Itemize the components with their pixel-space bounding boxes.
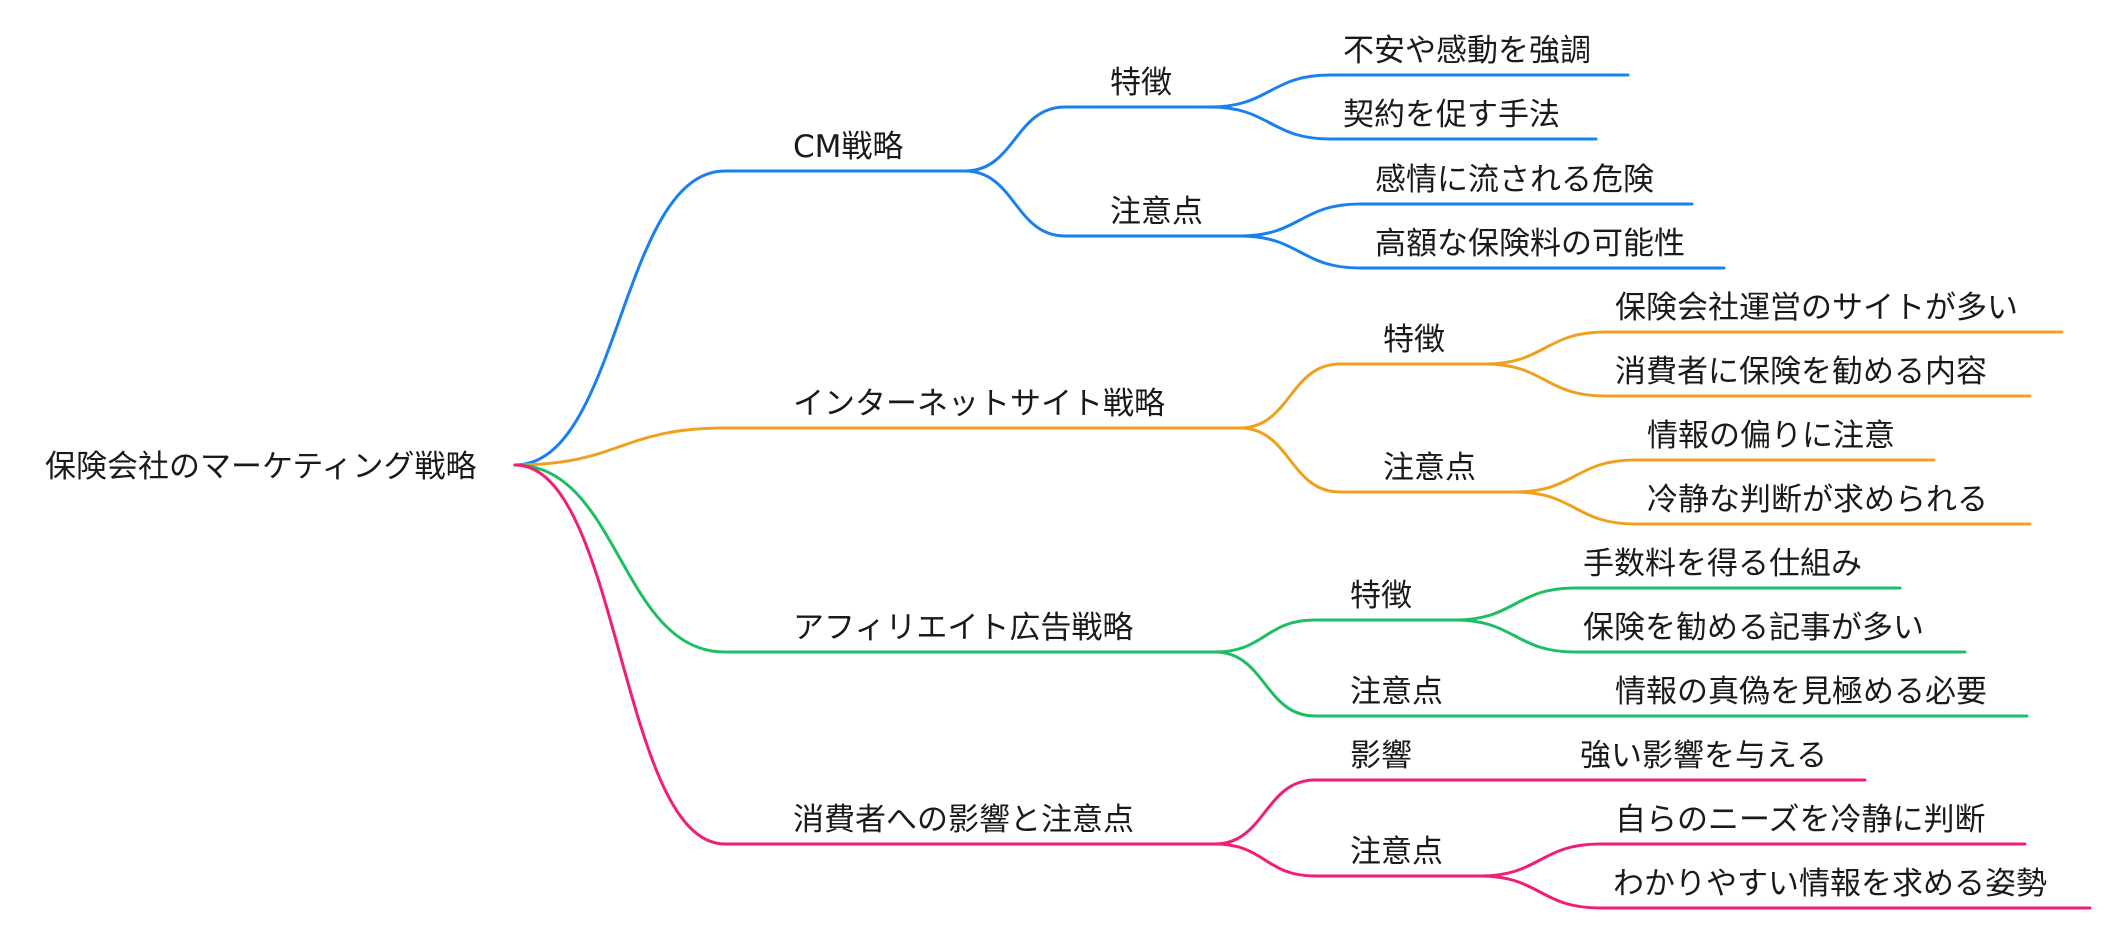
leaf-label: 手数料を得る仕組み [1583, 546, 1862, 582]
connector-b0-c0-l0 [1208, 73, 1630, 109]
leaf-label: 強い影響を与える [1580, 738, 1827, 774]
connector-root-b2 [513, 463, 1217, 654]
branch-label: 消費者への影響と注意点 [793, 802, 1134, 838]
connector-b0-c0-l1 [1208, 105, 1598, 141]
connector-b2-c0 [1213, 618, 1457, 654]
category-label: 注意点 [1350, 834, 1443, 870]
connector-b1-c0-l1 [1483, 362, 2032, 398]
leaf-label: 不安や感動を強調 [1343, 33, 1591, 69]
branch-label: CM戦略 [793, 129, 903, 165]
connector-root-b0 [513, 169, 967, 467]
category-label: 注意点 [1110, 194, 1203, 230]
category-label: 特徴 [1383, 322, 1445, 358]
leaf-label: 自らのニーズを冷静に判断 [1615, 802, 1985, 838]
leaf-label: 保険を勧める記事が多い [1583, 610, 1924, 646]
leaf-label: 冷静な判断が求められる [1647, 482, 1988, 518]
connectors [513, 73, 2092, 910]
leaf-label: 感情に流される危険 [1375, 162, 1654, 198]
connector-root-b1 [513, 426, 1242, 467]
connector-b1-c1-l0 [1513, 458, 1936, 494]
category-label: 注意点 [1383, 450, 1476, 486]
branch-label: アフィリエイト広告戦略 [793, 610, 1133, 646]
connector-b1-c1-l1 [1513, 490, 2032, 526]
leaf-label: 情報の真偽を見極める必要 [1615, 674, 1987, 710]
category-label: 影響 [1350, 738, 1412, 774]
connector-b3-c1-l0 [1478, 842, 2027, 878]
root-label: 保険会社のマーケティング戦略 [45, 449, 477, 485]
category-label: 特徴 [1350, 578, 1412, 614]
connector-b0-c0 [963, 105, 1212, 173]
connector-b2-c0-l0 [1453, 586, 1902, 622]
connector-b1-c0-l0 [1483, 330, 2064, 366]
category-label: 特徴 [1110, 65, 1172, 101]
labels: 保険会社のマーケティング戦略 CM戦略 特徴 注意点 不安や感動を強調 契約を促… [45, 33, 2047, 902]
category-label: 注意点 [1350, 674, 1443, 710]
connector-b2-c1 [1213, 650, 1517, 718]
connector-b3-c1-l1 [1478, 874, 2092, 910]
connector-b1-c1 [1238, 426, 1517, 494]
leaf-label: 契約を促す手法 [1343, 97, 1560, 133]
leaf-label: 保険会社運営のサイトが多い [1615, 290, 2018, 326]
connector-b3-c1 [1213, 842, 1482, 878]
leaf-label: 高額な保険料の可能性 [1375, 226, 1685, 262]
leaf-label: わかりやすい情報を求める姿勢 [1613, 866, 2047, 902]
connector-b0-c1-l0 [1238, 202, 1694, 238]
connector-root-b3 [513, 463, 1217, 846]
connector-b3-c0 [1213, 778, 1517, 846]
branch-label: インターネットサイト戦略 [793, 386, 1165, 422]
connector-b0-c1 [963, 169, 1242, 238]
leaf-label: 消費者に保険を勧める内容 [1615, 354, 1987, 390]
connector-b1-c0 [1238, 362, 1487, 430]
connector-b2-c0-l1 [1453, 618, 1967, 654]
leaf-label: 情報の偏りに注意 [1647, 418, 1895, 454]
connector-b0-c1-l1 [1238, 234, 1726, 270]
